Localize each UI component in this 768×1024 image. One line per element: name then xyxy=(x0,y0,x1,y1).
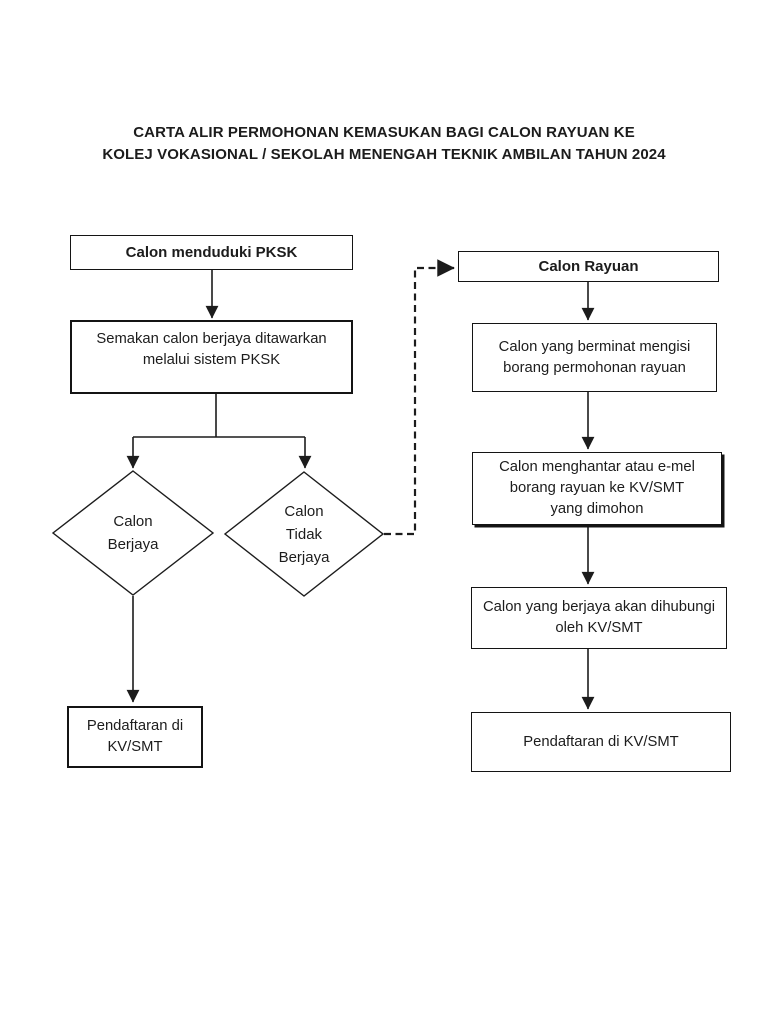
node-calon-menduduki-pksk: Calon menduduki PKSK xyxy=(70,235,353,270)
node-pendaftaran-main: Pendaftaran di KV/SMT xyxy=(67,706,203,768)
node-isi-borang-rayuan: Calon yang berminat mengisi borang permo… xyxy=(472,323,717,392)
label-calon-tidak-berjaya: Calon Tidak Berjaya xyxy=(278,502,330,566)
node-pendaftaran-appeal: Pendaftaran di KV/SMT xyxy=(471,712,731,772)
node-semakan-calon: Semakan calon berjaya ditawarkan melalui… xyxy=(70,320,353,394)
node-calon-dihubungi: Calon yang berjaya akan dihubungi oleh K… xyxy=(471,587,727,649)
node-calon-rayuan: Calon Rayuan xyxy=(458,251,719,282)
dashed-connector-fail-to-appeal xyxy=(384,259,455,536)
node-hantar-borang-rayuan: Calon menghantar atau e-mel borang rayua… xyxy=(472,452,722,525)
label-calon-berjaya: Calon Berjaya xyxy=(107,513,159,553)
page-title: CARTA ALIR PERMOHONAN KEMASUKAN BAGI CAL… xyxy=(102,124,666,163)
diamond-decision-fail xyxy=(223,471,385,597)
diamond-decision-success xyxy=(51,470,215,596)
